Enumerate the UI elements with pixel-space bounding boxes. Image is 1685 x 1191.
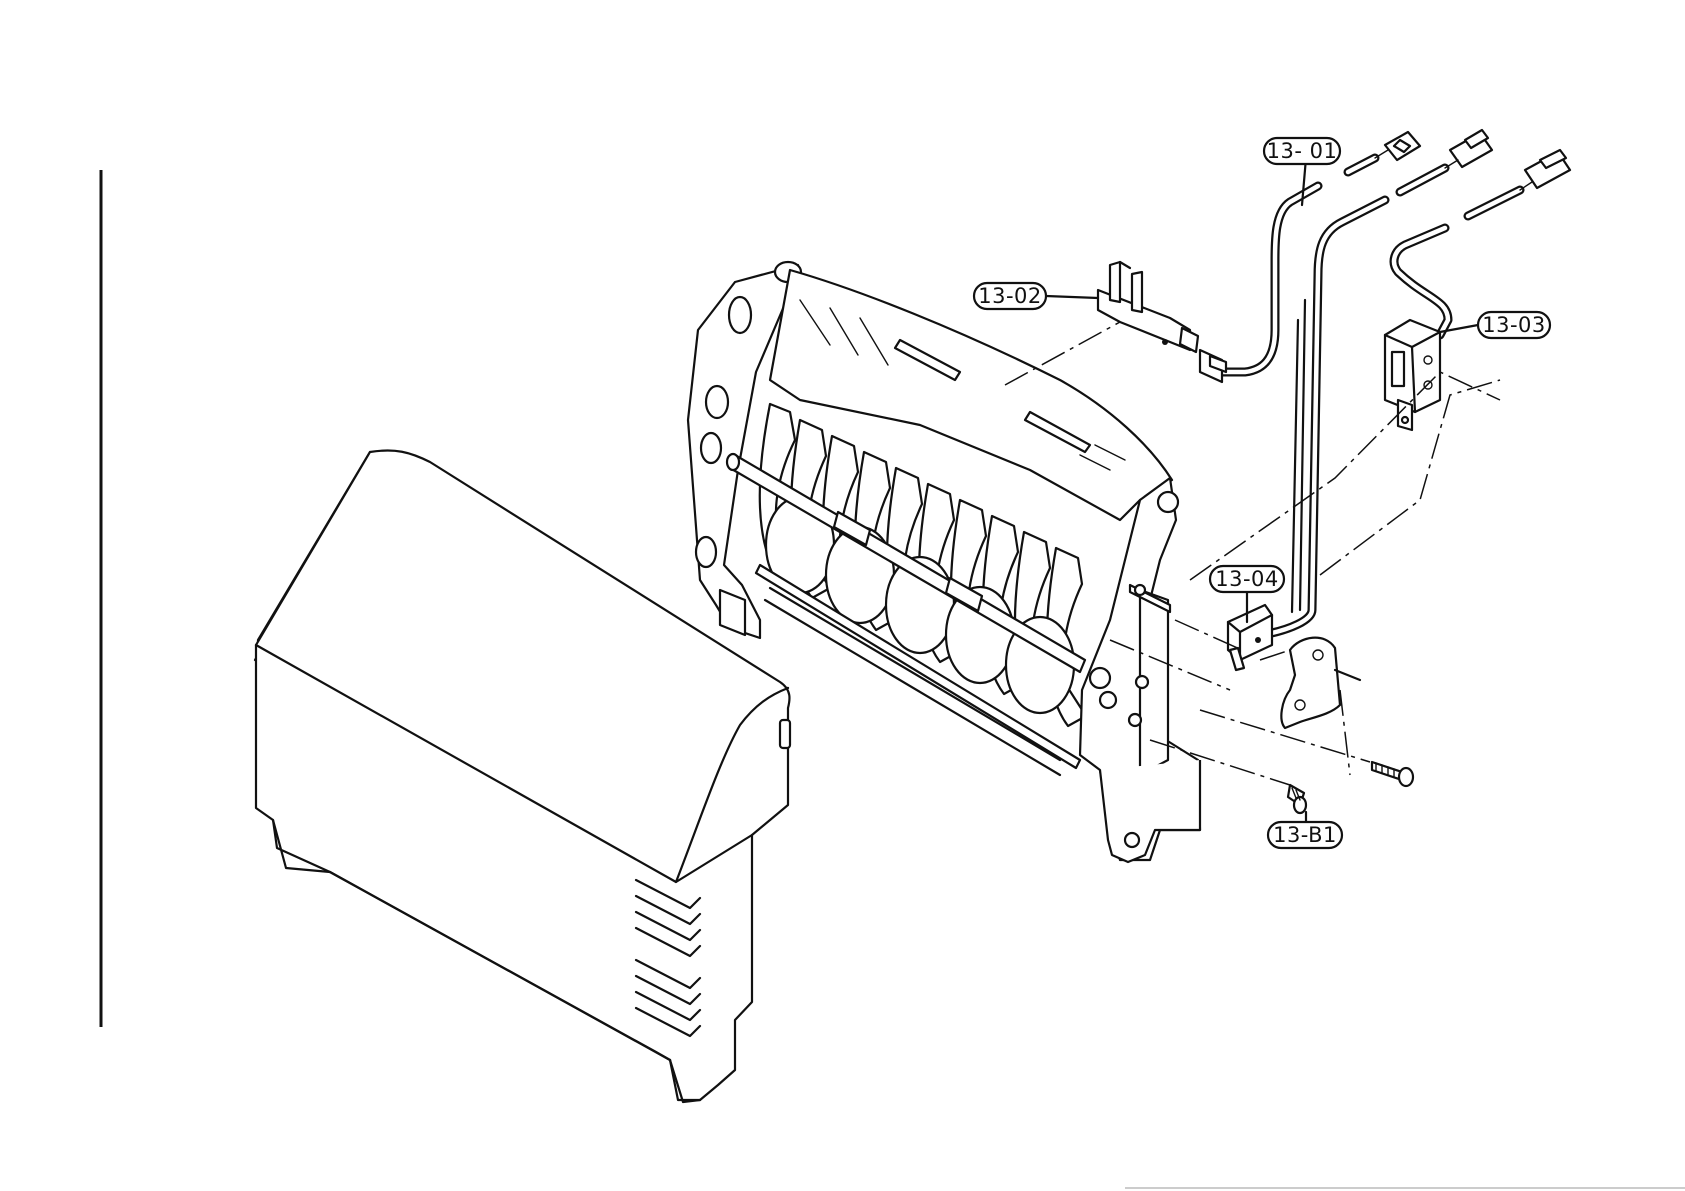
callout-13-02: 13-02 <box>974 283 1098 309</box>
callout-13-01: 13- 01 <box>1264 138 1340 205</box>
callout-13-04-label: 13-04 <box>1215 567 1279 591</box>
callout-13-03-label: 13-03 <box>1482 313 1546 337</box>
rod-end-cap <box>727 454 739 470</box>
callout-13-03: 13-03 <box>1440 312 1550 338</box>
foot-hole <box>1125 833 1139 847</box>
switch-actuator-lever <box>1281 638 1360 728</box>
screw-13-b1 <box>1288 785 1306 813</box>
callout-13-02-label: 13-02 <box>978 284 1042 308</box>
callout-13-01-label: 13- 01 <box>1267 139 1338 163</box>
callout-13-b1: 13-B1 <box>1268 812 1342 848</box>
part-13-04-microswitch <box>1228 605 1272 670</box>
callout-13-04: 13-04 <box>1210 566 1284 622</box>
callout-13-b1-label: 13-B1 <box>1273 823 1337 847</box>
part-13-03-switch <box>1385 320 1440 430</box>
cover-side-tab <box>780 720 790 748</box>
part-13-02-sensor <box>1098 262 1198 352</box>
switch-cable-bundle <box>1262 130 1492 635</box>
screw-long <box>1372 762 1413 786</box>
